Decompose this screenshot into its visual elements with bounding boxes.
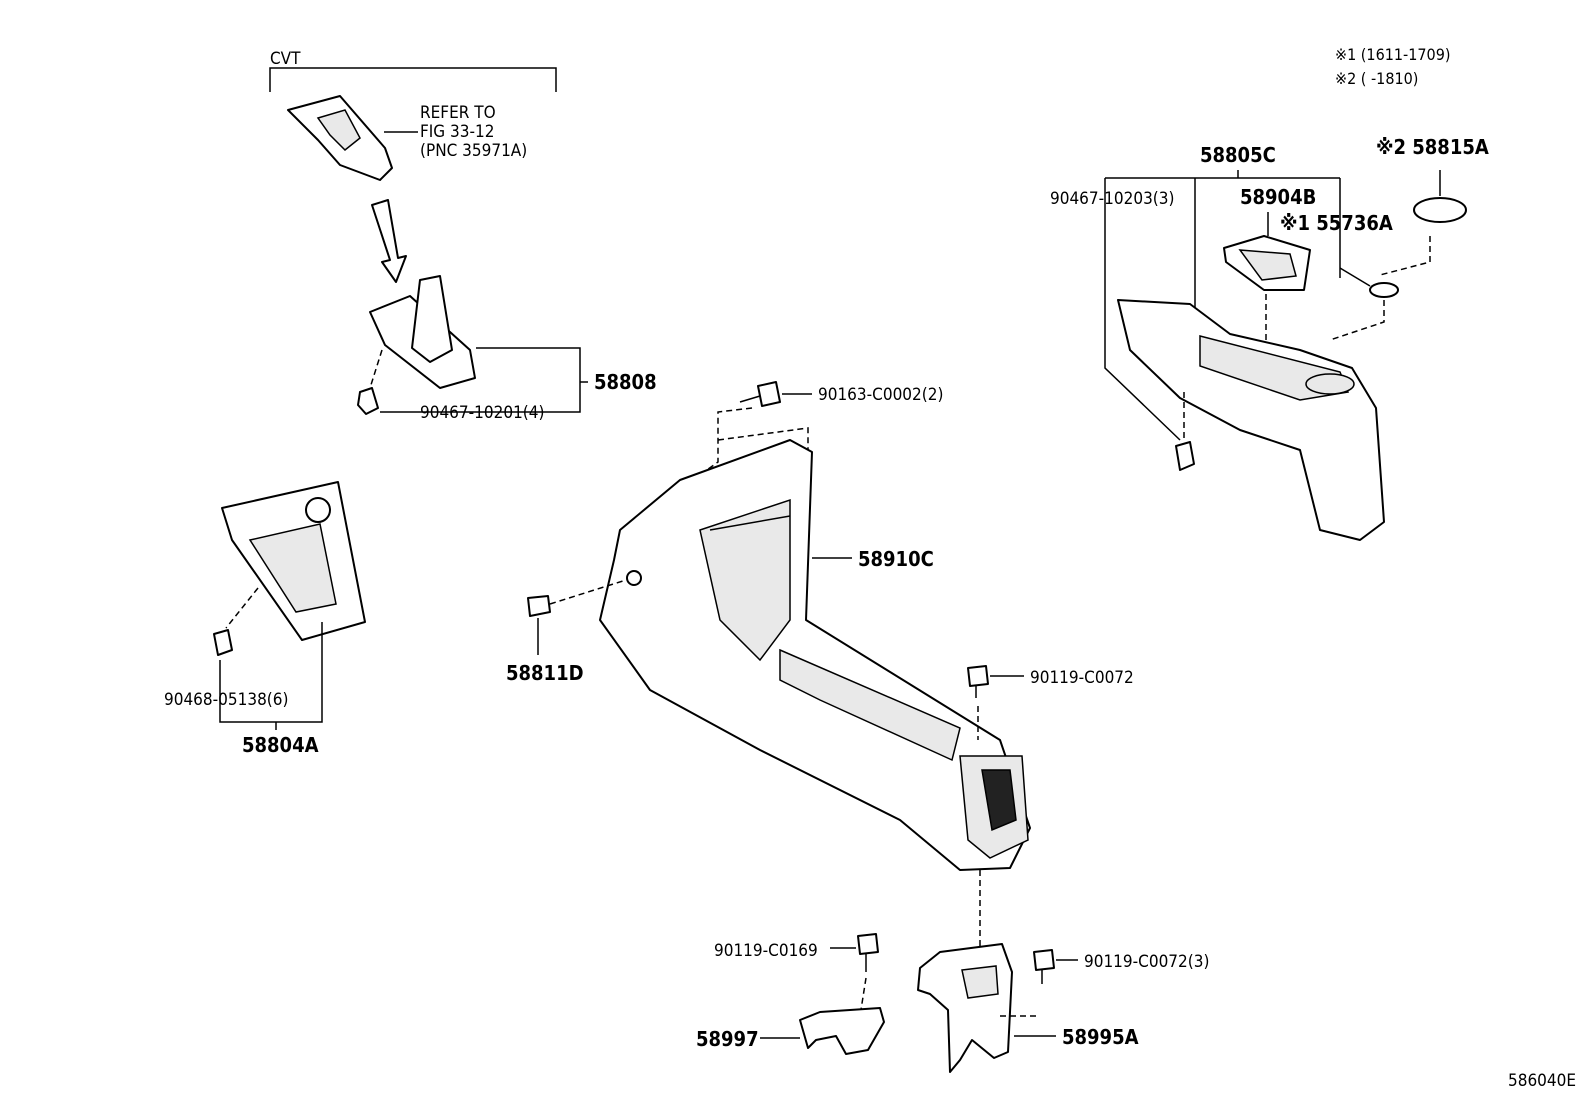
rear-console-group: 58805C 90467-10203(3) 58904B ※1 55736A ※… — [1050, 135, 1489, 541]
screw-icon — [757, 381, 781, 407]
bracket-58997[interactable] — [799, 1007, 885, 1055]
bracket-58995A[interactable] — [917, 943, 1013, 1073]
clip-icon-3 — [1175, 441, 1195, 471]
label-55736A: ※1 55736A — [1280, 211, 1393, 235]
note-2: ※2 ( -1810) — [1335, 69, 1418, 88]
arrow-down-icon — [371, 199, 407, 283]
cap-58815A[interactable] — [1413, 197, 1467, 223]
pin-icon — [527, 595, 551, 617]
label-58805C: 58805C — [1200, 143, 1276, 167]
bracket-group: 90119-C0169 58997 90119-C0072(3) 58995A — [696, 933, 1209, 1073]
console-group: 90163-C0002(2) 58910C 58811D 90119-C0072 — [506, 381, 1134, 950]
label-58811D: 58811D — [506, 661, 584, 685]
label-58808: 58808 — [594, 370, 657, 394]
label-58904B: 58904B — [1240, 185, 1316, 209]
clip-icon-2 — [213, 629, 233, 656]
mat-55736A[interactable] — [1369, 282, 1399, 298]
label-90468: 90468-05138(6) — [164, 690, 288, 710]
label-90119-C0072-3: 90119-C0072(3) — [1084, 952, 1209, 972]
cvt-group: CVT REFER TO FIG 33-12 (PNC 35971A) — [269, 49, 557, 283]
bolt-icon-2 — [857, 933, 879, 955]
label-90467-10203: 90467-10203(3) — [1050, 189, 1174, 209]
label-90467-10201: 90467-10201(4) — [420, 403, 544, 423]
note-1: ※1 (1611-1709) — [1335, 45, 1450, 64]
label-58804A: 58804A — [242, 733, 319, 757]
label-58995A: 58995A — [1062, 1025, 1139, 1049]
label-58997: 58997 — [696, 1027, 759, 1051]
cvt-label: CVT — [270, 49, 301, 69]
label-90119-C0072: 90119-C0072 — [1030, 668, 1134, 688]
shift-boot-group: 58808 90467-10201(4) — [357, 275, 657, 423]
bolt-icon — [967, 665, 989, 687]
figure-id: 586040E — [1508, 1071, 1576, 1091]
label-58910C: 58910C — [858, 547, 934, 571]
label-90163: 90163-C0002(2) — [818, 385, 943, 405]
label-58815A: ※2 58815A — [1376, 135, 1489, 159]
label-90119-C0169: 90119-C0169 — [714, 941, 818, 961]
bolt-icon-3 — [1033, 949, 1055, 971]
refer-line-2: FIG 33-12 — [420, 122, 494, 142]
refer-line-1: REFER TO — [420, 103, 496, 123]
bezel-group: 90468-05138(6) 58804A — [164, 481, 366, 757]
refer-line-3: (PNC 35971A) — [420, 141, 527, 161]
clip-icon — [357, 387, 379, 415]
rear-console-58805C[interactable] — [1117, 299, 1385, 541]
